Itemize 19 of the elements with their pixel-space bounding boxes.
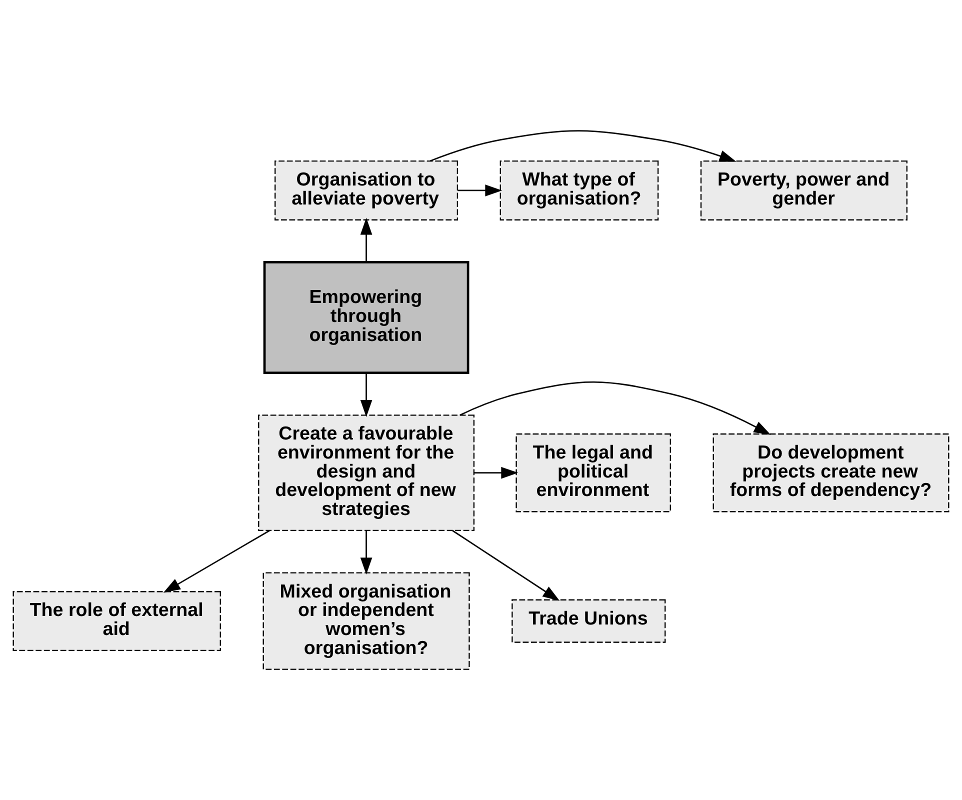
node-box: The legal and political environment <box>516 433 672 512</box>
arrow <box>460 381 771 435</box>
arrow <box>360 218 372 262</box>
arrow <box>430 130 736 162</box>
node-box: Trade Unions <box>512 599 666 643</box>
arrow <box>360 530 372 575</box>
node-box: Do development projects create new forms of dependency? <box>712 433 950 512</box>
arrow <box>360 373 372 417</box>
node-box: Poverty, power and gender <box>700 160 908 220</box>
node-box: Empowering through organisation <box>263 261 470 374</box>
node-box: Organisation to alleviate poverty <box>274 160 458 220</box>
arrow <box>474 466 518 479</box>
arrow <box>163 530 270 593</box>
arrow <box>458 184 502 196</box>
node-box: Mixed organisation or independent women’s organisation? <box>262 572 470 670</box>
node-box: The role of external aid <box>12 591 221 652</box>
node-box: What type of organisation? <box>500 160 659 220</box>
node-box: Create a favourable environment for the design and development of new strategies <box>258 414 475 532</box>
arrow <box>452 530 560 601</box>
